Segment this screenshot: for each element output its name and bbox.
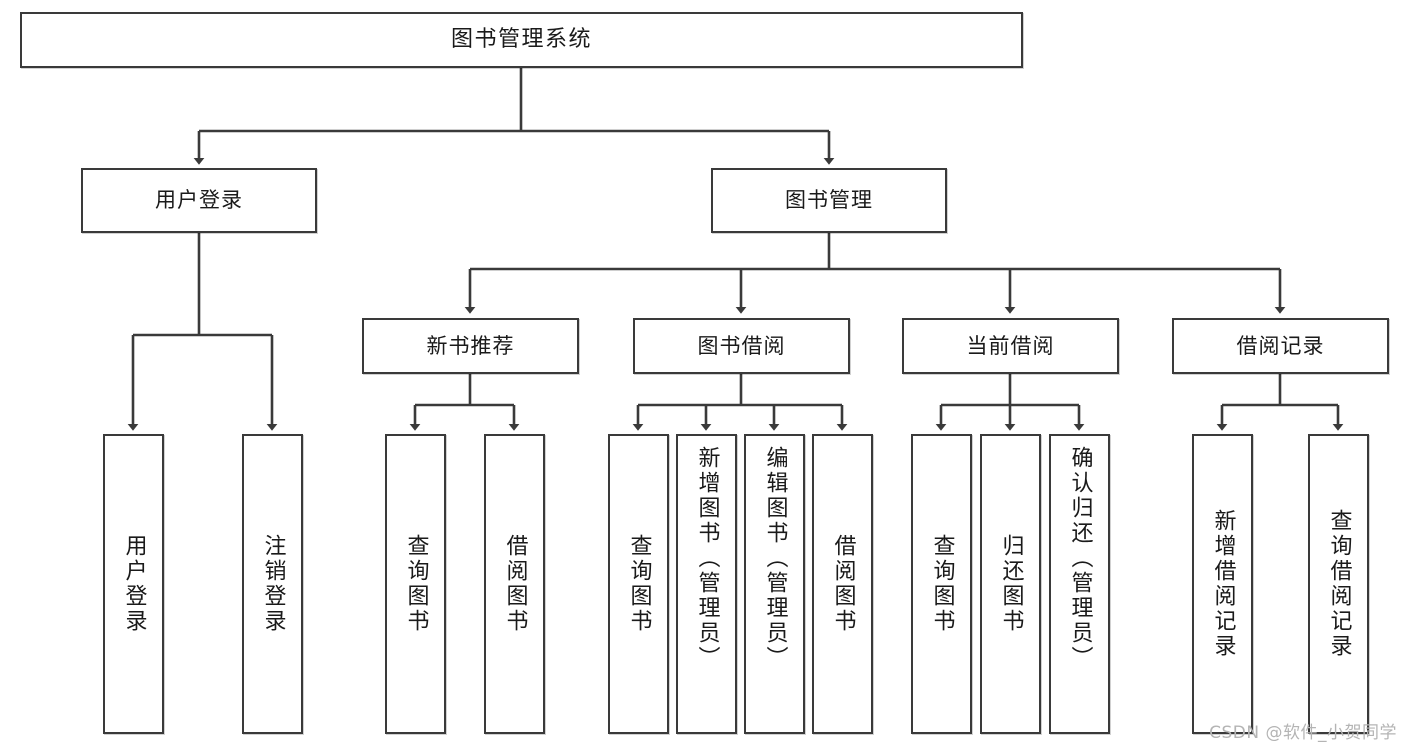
node-book-borrowing[interactable]: 图书借阅 [633,318,850,374]
leaf-cb-query-book[interactable]: 查询图书 [911,434,972,734]
node-label: 新增图书（管理员） [694,446,720,671]
node-current-borrowing[interactable]: 当前借阅 [902,318,1119,374]
node-label: 当前借阅 [966,333,1055,358]
leaf-cb-confirm-return-admin[interactable]: 确认归还（管理员） [1049,434,1110,734]
leaf-nb-borrow-book[interactable]: 借阅图书 [484,434,545,734]
node-label: 借阅记录 [1236,333,1325,358]
leaf-bb-borrow-book[interactable]: 借阅图书 [812,434,873,734]
leaf-user-login[interactable]: 用户登录 [103,434,164,734]
leaf-nb-query-book[interactable]: 查询图书 [385,434,446,734]
leaf-br-query-record[interactable]: 查询借阅记录 [1308,434,1369,734]
node-label: 用户登录 [121,534,147,634]
node-label: 借阅图书 [502,534,528,634]
node-label: 归还图书 [998,534,1024,634]
leaf-bb-add-book-admin[interactable]: 新增图书（管理员） [676,434,737,734]
node-label: 查询图书 [929,534,955,634]
node-user-login[interactable]: 用户登录 [81,168,317,233]
node-label: 编辑图书（管理员） [762,446,788,671]
node-label: 查询图书 [403,534,429,634]
node-label: 图书借阅 [697,333,786,358]
node-book-management[interactable]: 图书管理 [711,168,947,233]
node-label: 查询图书 [626,534,652,634]
node-label: 注销登录 [260,534,286,634]
leaf-cb-return-book[interactable]: 归还图书 [980,434,1041,734]
leaf-bb-edit-book-admin[interactable]: 编辑图书（管理员） [744,434,805,734]
leaf-br-add-record[interactable]: 新增借阅记录 [1192,434,1253,734]
node-label: 确认归还（管理员） [1067,446,1093,671]
node-label: 新增借阅记录 [1210,509,1236,659]
leaf-bb-query-book[interactable]: 查询图书 [608,434,669,734]
node-new-book-recommendation[interactable]: 新书推荐 [362,318,579,374]
node-label: 借阅图书 [830,534,856,634]
node-borrowing-records[interactable]: 借阅记录 [1172,318,1389,374]
node-root-book-management-system[interactable]: 图书管理系统 [20,12,1023,68]
node-label: 新书推荐 [426,333,515,358]
node-label: 图书管理 [785,188,873,213]
node-label: 图书管理系统 [450,27,592,53]
node-label: 查询借阅记录 [1326,509,1352,659]
node-label: 用户登录 [155,188,243,213]
leaf-logout[interactable]: 注销登录 [242,434,303,734]
watermark-text: CSDN @软件_小贺同学 [1209,723,1397,743]
